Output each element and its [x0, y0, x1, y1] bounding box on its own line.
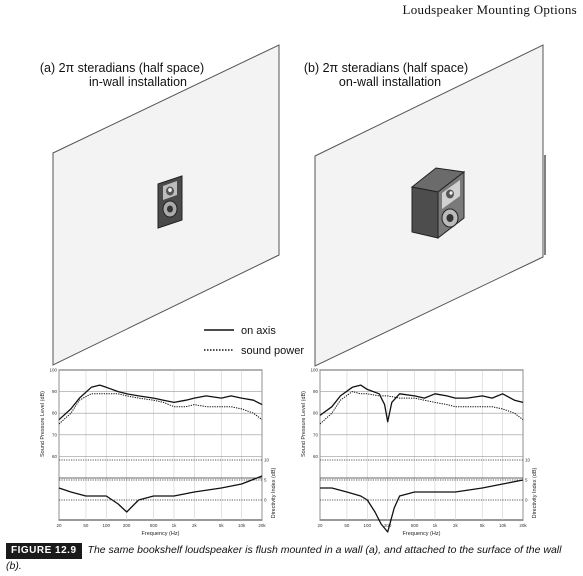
x-tick-label: 20	[317, 523, 323, 528]
x-tick-label: 10k	[499, 523, 507, 528]
y-tick-label: 60	[313, 454, 319, 459]
legend: on axis sound power	[204, 325, 304, 357]
series-on-axis	[319, 384, 524, 423]
figure-caption-text: The same bookshelf loudspeaker is flush …	[6, 544, 562, 572]
x-tick-label: 500	[150, 523, 158, 528]
x-tick-label: 20	[56, 523, 62, 528]
x-tick-label: 200	[384, 523, 392, 528]
series-sound-power	[319, 391, 524, 425]
x-tick-label: 1k	[172, 523, 178, 528]
y-tick-label: 60	[52, 454, 58, 459]
x-tick-label: 5k	[480, 523, 486, 528]
series-directivity-index	[58, 475, 263, 513]
x-tick-label: 1k	[433, 523, 439, 528]
y-tick-label: 70	[313, 432, 319, 437]
legend-sound-power-label: sound power	[241, 345, 304, 357]
panel-b-title-line2: on-wall installation	[339, 75, 441, 89]
x-tick-label: 100	[364, 523, 372, 528]
x-tick-label: 5k	[219, 523, 225, 528]
panel-b-title-line1: (b) 2π steradians (half space)	[304, 61, 468, 75]
y2-tick-label: 5	[525, 478, 528, 483]
y2-axis-label: Directivity Index (dB)	[271, 467, 277, 518]
x-axis-label: Frequency (Hz)	[403, 531, 441, 537]
x-tick-label: 10k	[238, 523, 246, 528]
y2-tick-label: 0	[264, 498, 267, 503]
y-tick-label: 70	[52, 432, 58, 437]
x-tick-label: 50	[83, 523, 89, 528]
y-axis-label: Sound Pressure Level (dB)	[301, 391, 307, 457]
bookshelf-speaker-icon	[410, 167, 466, 240]
series-on-axis	[58, 384, 263, 421]
x-tick-label: 500	[411, 523, 419, 528]
y2-tick-label: 10	[264, 458, 270, 463]
flush-speaker-icon	[157, 175, 183, 229]
plot-frame	[58, 369, 263, 521]
legend-on-axis-label: on axis	[241, 325, 276, 337]
y-axis-label: Sound Pressure Level (dB)	[40, 391, 46, 457]
panel-a-title-line1: (a) 2π steradians (half space)	[40, 61, 204, 75]
y-tick-label: 100	[49, 368, 57, 373]
panel-a-title-line2: in-wall installation	[89, 75, 187, 89]
x-tick-label: 20k	[258, 523, 266, 528]
plot-frame	[319, 369, 524, 521]
y2-tick-label: 10	[525, 458, 531, 463]
y2-axis-label: Directivity Index (dB)	[532, 467, 538, 518]
running-head: Loudspeaker Mounting Options	[402, 2, 577, 17]
x-tick-label: 100	[103, 523, 111, 528]
y-tick-label: 80	[313, 411, 319, 416]
y2-tick-label: 5	[264, 478, 267, 483]
y-tick-label: 90	[313, 389, 319, 394]
y-tick-label: 80	[52, 411, 58, 416]
x-tick-label: 200	[123, 523, 131, 528]
y2-tick-label: 0	[525, 498, 528, 503]
figure-label: FIGURE 12.9	[6, 543, 82, 559]
y-tick-label: 90	[52, 389, 58, 394]
x-tick-label: 50	[344, 523, 350, 528]
y-tick-label: 100	[310, 368, 318, 373]
x-tick-label: 20k	[519, 523, 527, 528]
x-tick-label: 2k	[192, 523, 198, 528]
x-tick-label: 2k	[453, 523, 459, 528]
series-directivity-index	[320, 479, 524, 533]
series-sound-power	[58, 393, 263, 425]
x-axis-label: Frequency (Hz)	[142, 531, 180, 537]
